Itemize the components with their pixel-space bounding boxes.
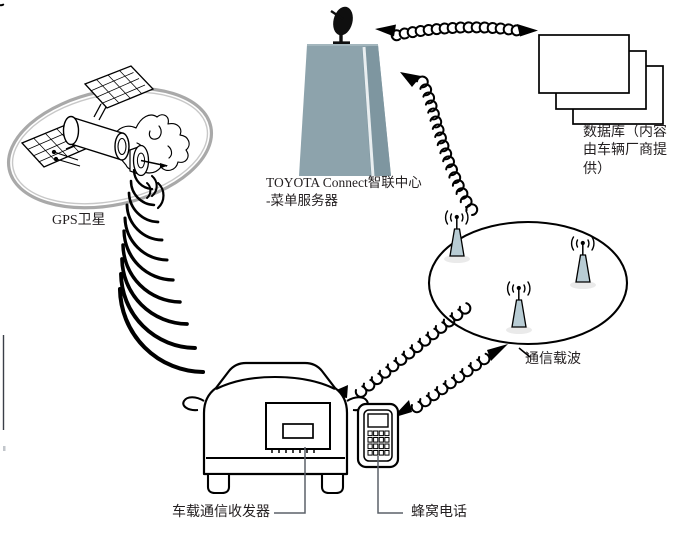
leader-line-carrier xyxy=(518,347,531,358)
cell-tower-upper-left xyxy=(444,210,470,263)
satellite-body xyxy=(51,115,130,167)
label-carrier: 通信载波 xyxy=(525,352,581,367)
arrowhead-right xyxy=(517,24,538,37)
gps-downlink-waves xyxy=(117,168,206,375)
satellite-icon xyxy=(6,65,214,210)
label-gps-satellite: GPS卫星 xyxy=(52,213,106,228)
broadcast-tower-icon xyxy=(299,6,391,177)
satellite-near-ripples xyxy=(146,174,165,210)
leader-line-transceiver xyxy=(274,447,306,514)
cell-tower-center xyxy=(506,281,532,334)
leader-line-phone xyxy=(377,456,403,514)
cell-network-icon xyxy=(427,210,629,346)
arrowhead-tower xyxy=(400,72,421,87)
label-cellular-phone: 蜂窝电话 xyxy=(411,505,467,520)
label-database: 数据库（内容由车辆厂商提供） xyxy=(583,125,667,177)
link-car-carrier xyxy=(325,302,472,398)
cell-tower-right xyxy=(570,236,596,289)
link-tower-database xyxy=(0,0,538,42)
solar-panel-right xyxy=(83,65,155,109)
label-vehicle-transceiver: 车载通信收发器 xyxy=(172,505,270,520)
database-stack-icon xyxy=(538,34,664,125)
car-front-icon xyxy=(182,361,369,495)
satellite-dish xyxy=(129,144,168,177)
link-phone-carrier xyxy=(392,344,508,418)
arrowhead-left xyxy=(375,24,396,37)
arrowhead-network xyxy=(487,344,508,361)
edge-artifact-dot xyxy=(3,446,6,451)
vehicle-transceiver-box xyxy=(265,402,331,453)
link-carrier-tower xyxy=(400,72,479,216)
phone-keypad xyxy=(367,430,390,456)
tower-dish xyxy=(330,6,353,45)
cellphone-icon xyxy=(356,402,400,469)
label-toyota-center: TOYOTA Connect智联中心 -菜单服务器 xyxy=(266,175,422,208)
